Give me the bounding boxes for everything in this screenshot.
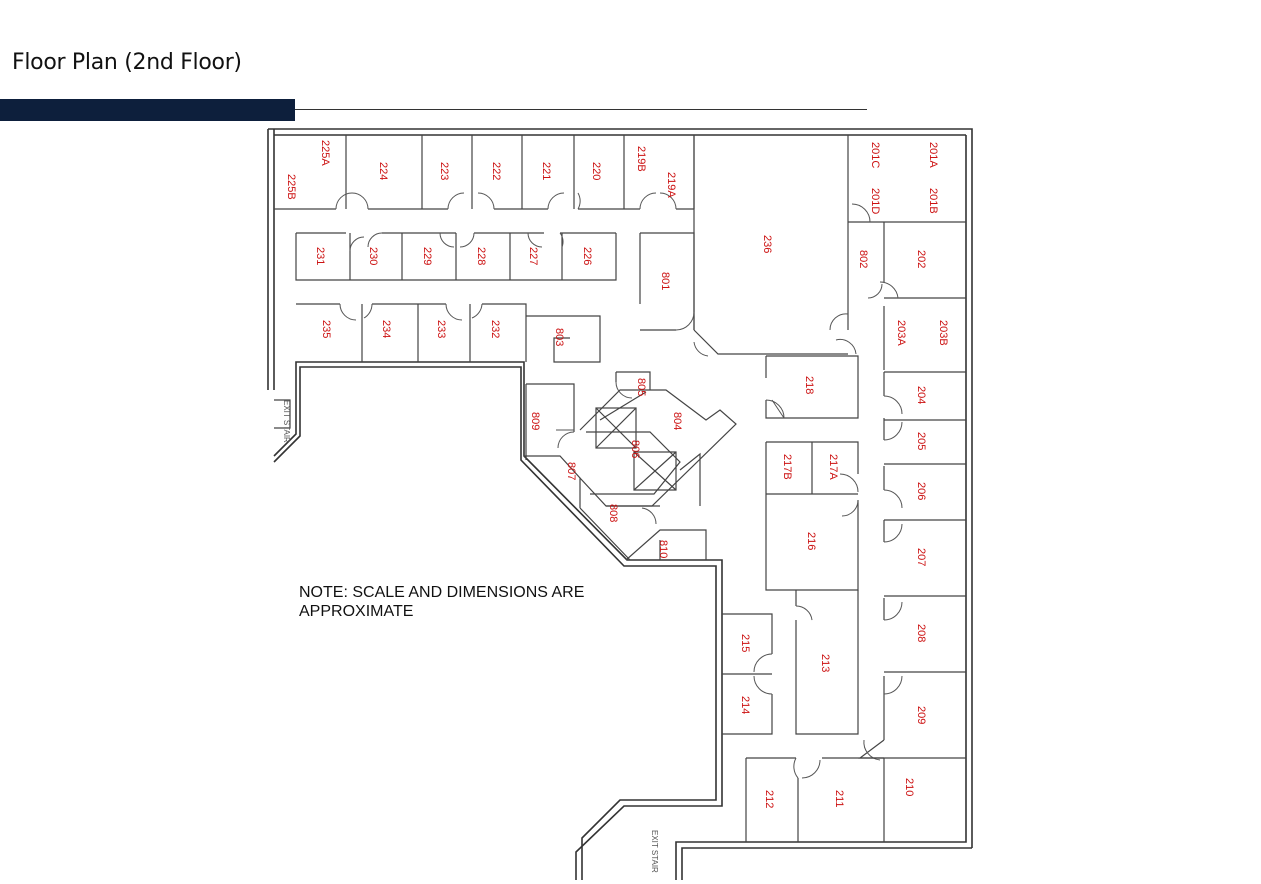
row-235-232 xyxy=(296,303,601,363)
room-label: 219A xyxy=(665,172,677,198)
page-title: Floor Plan (2nd Floor) xyxy=(12,50,242,75)
room-label: 803 xyxy=(553,328,565,346)
room-label: 225A xyxy=(319,140,331,166)
room-label: 209 xyxy=(915,706,927,724)
room-label: 206 xyxy=(915,482,927,500)
room-label: 221 xyxy=(540,162,552,180)
room-label: 203A xyxy=(895,320,907,346)
room-label: 801 xyxy=(659,272,671,290)
elevator-core xyxy=(524,371,737,561)
room-label: 223 xyxy=(438,162,450,180)
room-label: 217A xyxy=(827,454,839,480)
room-label: 201B xyxy=(927,188,939,214)
room-label: 232 xyxy=(489,320,501,338)
room-label: 805 xyxy=(635,378,647,396)
room-label: 213 xyxy=(819,654,831,672)
room-label: 208 xyxy=(915,624,927,642)
room-labels: 225A 225B 224 223 222 221 220 219B 219A 231 230 229… xyxy=(285,140,949,808)
room-label: 216 xyxy=(805,532,817,550)
scale-note-line2: APPROXIMATE xyxy=(299,603,414,620)
stair-label-west: EXIT STAIR xyxy=(282,400,291,443)
room-label: 235 xyxy=(320,320,332,338)
room-label: 810 xyxy=(657,540,669,558)
room-label: 220 xyxy=(590,162,602,180)
scale-note-line1: NOTE: SCALE AND DIMENSIONS ARE xyxy=(299,584,585,601)
room-label: 226 xyxy=(581,247,593,265)
stair-label-south: EXIT STAIR xyxy=(650,830,659,873)
room-label: 202 xyxy=(915,250,927,268)
room-label: 219B xyxy=(635,146,647,172)
outer-walls xyxy=(267,128,973,880)
title-accent-bar xyxy=(0,99,295,121)
row-231-226 xyxy=(295,232,617,281)
room-label: 212 xyxy=(763,790,775,808)
room-label: 806 xyxy=(629,440,641,458)
room-label: 214 xyxy=(739,696,751,714)
room-label: 204 xyxy=(915,386,927,404)
room-label: 224 xyxy=(377,162,389,180)
room-236-walls xyxy=(675,135,857,357)
room-label: 201D xyxy=(869,188,881,214)
room-label: 809 xyxy=(529,412,541,430)
room-label: 210 xyxy=(903,778,915,796)
east-rooms xyxy=(848,203,966,842)
room-label: 802 xyxy=(857,250,869,268)
room-label: 217B xyxy=(781,454,793,480)
room-label: 807 xyxy=(565,462,577,480)
room-label: 236 xyxy=(761,235,773,253)
west-exit-stair: EXIT STAIR xyxy=(274,399,291,443)
rooms-215-214 xyxy=(722,613,773,735)
room-label: 218 xyxy=(803,376,815,394)
rooms-212-211 xyxy=(745,757,884,842)
scale-note: NOTE: SCALE AND DIMENSIONS ARE APPROXIMA… xyxy=(299,583,584,621)
room-label: 227 xyxy=(527,247,539,265)
room-label: 211 xyxy=(833,790,845,808)
room-label: 231 xyxy=(314,247,326,265)
south-exit-stair: EXIT STAIR xyxy=(650,830,659,873)
room-label: 230 xyxy=(367,247,379,265)
room-label: 228 xyxy=(475,247,487,265)
room-label: 222 xyxy=(490,162,502,180)
room-label: 804 xyxy=(671,412,683,430)
room-label: 201C xyxy=(869,142,881,168)
room-label: 234 xyxy=(380,320,392,338)
room-label: 229 xyxy=(421,247,433,265)
room-label: 808 xyxy=(607,504,619,522)
room-label: 205 xyxy=(915,432,927,450)
title-divider xyxy=(295,109,867,110)
room-label: 207 xyxy=(915,548,927,566)
room-label: 233 xyxy=(435,320,447,338)
room-label: 201A xyxy=(927,142,939,168)
room-label: 225B xyxy=(285,174,297,200)
room-label: 215 xyxy=(739,634,751,652)
room-label: 203B xyxy=(937,320,949,346)
central-rooms xyxy=(765,355,859,735)
north-rooms xyxy=(274,135,695,210)
